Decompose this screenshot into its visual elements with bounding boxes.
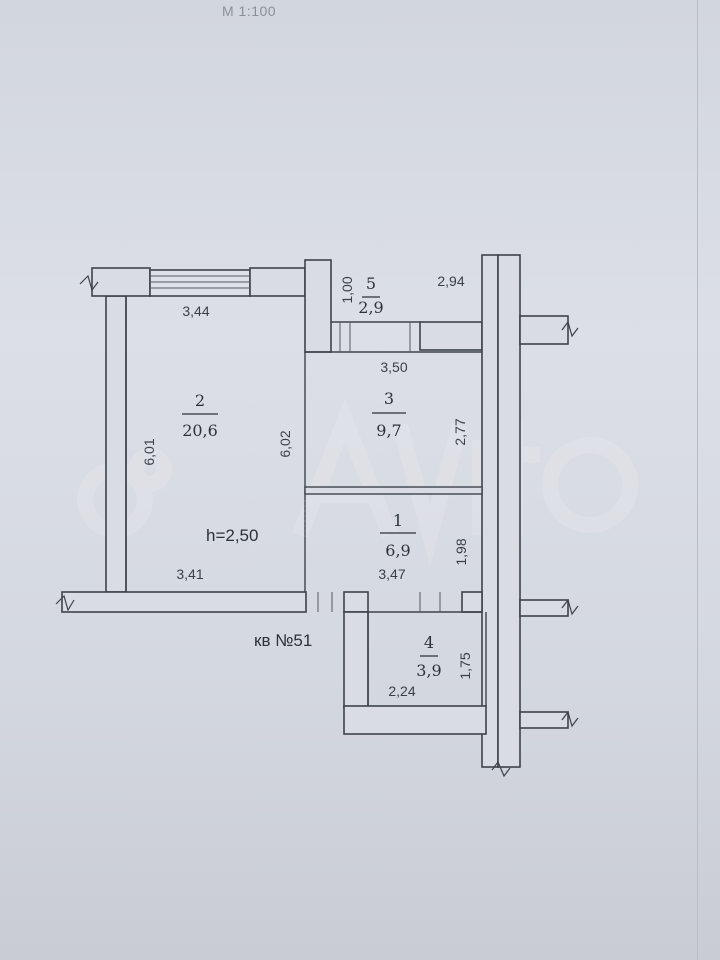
dim-room4-bottom: 2,24 [388,683,415,699]
room-3-area: 9,7 [376,421,401,440]
dim-balcony-width: 1,00 [339,276,355,303]
room-4-number: 4 [424,633,434,652]
room-1-number: 1 [393,511,403,530]
room-3-number: 3 [384,389,394,408]
room-4-area: 3,9 [416,661,441,680]
dim-room3-top: 3,50 [380,359,407,375]
room-2-number: 2 [195,391,205,410]
break-marks [55,274,579,778]
dim-room3-right: 2,77 [452,418,468,445]
fraction-bars [182,296,438,657]
room-5-number: 5 [366,274,376,293]
room-2-area: 20,6 [182,421,218,440]
dim-room2-bottom: 3,41 [176,566,203,582]
dim-room2-top: 3,44 [182,303,209,319]
watermark [77,398,638,566]
dim-room2-right: 6,02 [277,430,293,457]
openings [150,275,441,612]
dim-room4-right: 1,75 [457,652,473,679]
scale-label: М 1:100 [222,3,277,19]
dim-balcony-length: 2,94 [437,273,464,289]
apartment-label: кв №51 [254,631,312,650]
dim-room2-left: 6,01 [141,438,157,465]
partitions [125,296,487,706]
dim-room1-bottom: 3,47 [378,566,405,582]
room-5-area: 2,9 [358,298,383,317]
dim-room1-right: 1,98 [453,538,469,565]
ceiling-height: h=2,50 [206,526,258,545]
page-margin-line [697,0,698,960]
room-1-area: 6,9 [385,541,410,560]
